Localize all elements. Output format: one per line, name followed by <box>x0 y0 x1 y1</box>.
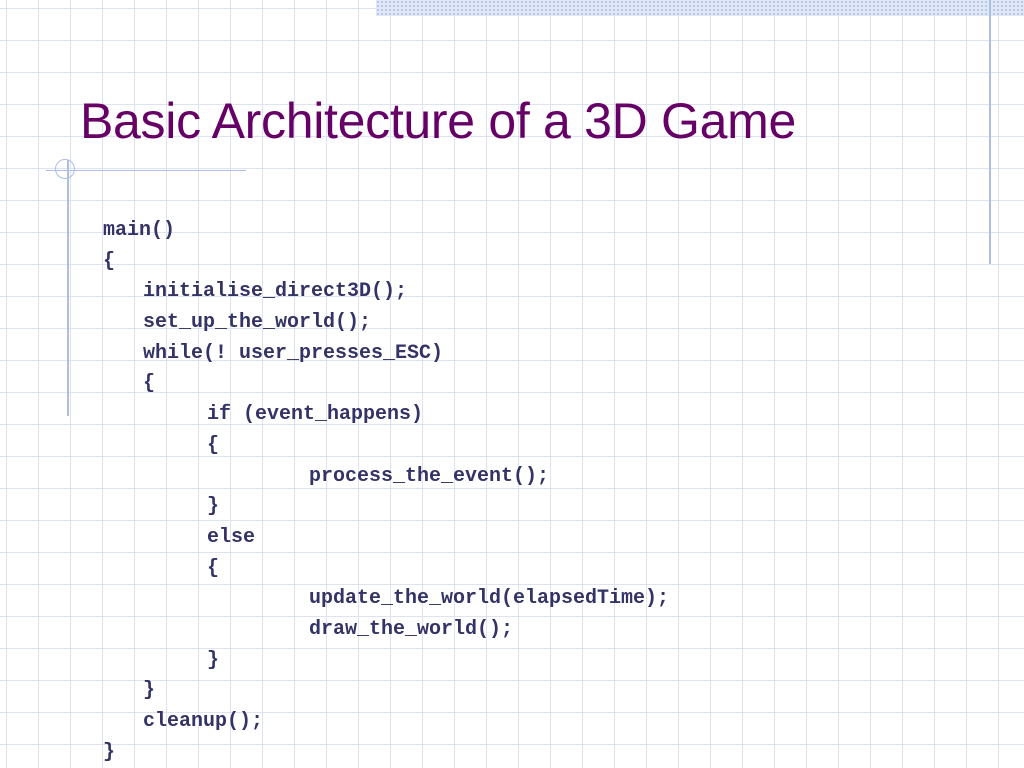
code-line: } <box>143 679 156 703</box>
code-line: } <box>207 648 220 672</box>
code-line: process_the_event(); <box>309 464 550 488</box>
code-line: update_the_world(elapsedTime); <box>309 587 670 611</box>
code-line: { <box>103 249 116 273</box>
code-block: main() { initialise_direct3D(); set_up_the_… <box>103 216 669 768</box>
code-line: } <box>207 495 220 519</box>
right-decorative-rule <box>989 0 991 264</box>
code-line: main() <box>103 219 176 242</box>
code-line: set_up_the_world(); <box>143 311 372 335</box>
code-line: cleanup(); <box>143 710 264 733</box>
code-line: else <box>207 525 256 549</box>
slide-title: Basic Architecture of a 3D Game <box>80 93 797 149</box>
top-decorative-band <box>376 0 1024 16</box>
code-line: while(! user_presses_ESC) <box>143 341 444 365</box>
circle-ornament-icon <box>55 159 75 179</box>
code-line: { <box>207 433 220 457</box>
left-decorative-rule <box>67 160 69 416</box>
code-line: } <box>103 740 116 764</box>
code-line: draw_the_world(); <box>309 617 514 641</box>
code-line: initialise_direct3D(); <box>143 280 408 304</box>
title-underline-rule <box>46 170 246 171</box>
code-line: { <box>207 556 220 580</box>
code-line: if (event_happens) <box>207 403 424 427</box>
code-line: { <box>143 372 156 396</box>
